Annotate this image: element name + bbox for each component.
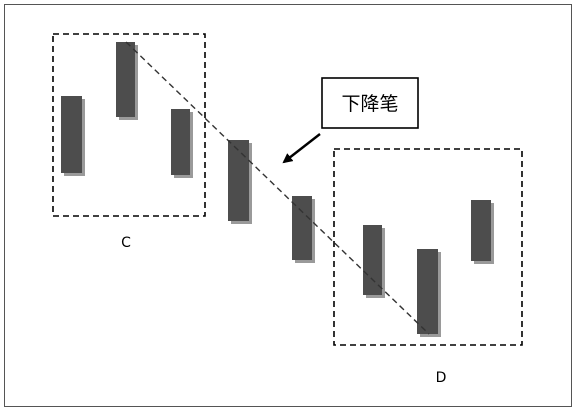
callout-text: 下降笔 [341, 93, 398, 115]
candle-c2 [116, 42, 135, 117]
candle-mid1 [228, 140, 249, 221]
group-c-label: C [121, 235, 131, 251]
candle-mid2 [292, 196, 312, 260]
callout-arrow [282, 133, 321, 164]
candle-c3 [171, 109, 190, 175]
callout-box [321, 77, 419, 129]
candle-d2 [417, 249, 438, 334]
candle-d3 [471, 200, 491, 261]
group-c-box [52, 33, 206, 217]
down-stroke-line [125, 41, 430, 335]
candles-group [61, 42, 494, 337]
group-d-box [333, 148, 523, 346]
candle-c1 [61, 96, 82, 173]
candle-d1 [363, 225, 382, 295]
group-d-label: D [436, 370, 447, 386]
